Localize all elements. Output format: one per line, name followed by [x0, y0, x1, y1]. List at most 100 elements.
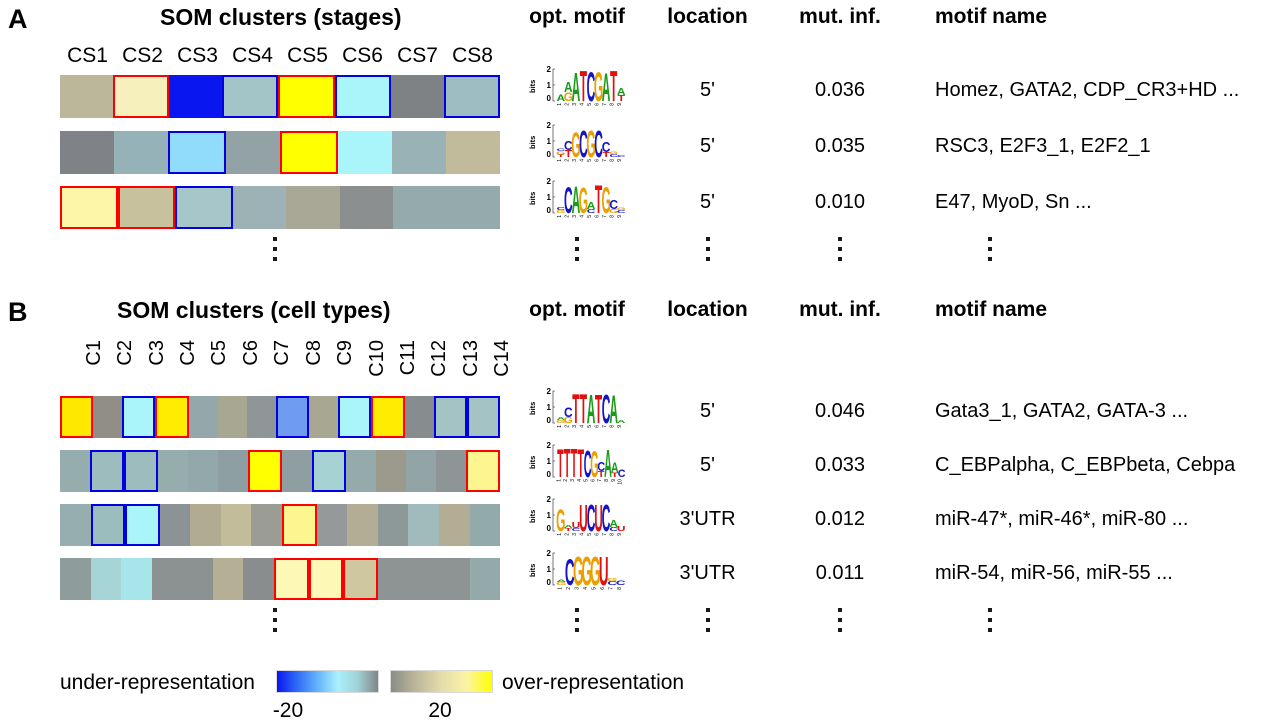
svg-text:G: G [564, 90, 573, 104]
svg-text:U: U [579, 497, 588, 539]
panel-a-cluster-labels: CS1 CS2 CS3 CS4 CS5 CS6 CS7 CS8 [60, 44, 500, 68]
svg-text:G: G [556, 581, 567, 586]
heatmap-cell [168, 131, 226, 174]
svg-text:bits: bits [528, 136, 537, 149]
svg-text:10: 10 [618, 479, 624, 485]
location-value: 5' [700, 135, 715, 157]
svg-text:U: U [599, 550, 609, 594]
panel-b-header-location: location [667, 298, 748, 321]
cluster-label-cs7: CS7 [397, 44, 438, 67]
svg-text:4: 4 [583, 587, 589, 590]
ellipsis-icon [265, 237, 285, 267]
mutual-information-value: 0.010 [814, 191, 866, 213]
heatmap-cell [121, 558, 152, 600]
ellipsis-icon [567, 608, 587, 638]
svg-text:T: T [618, 95, 626, 104]
heatmap-cell [347, 504, 378, 546]
svg-text:G: G [601, 179, 610, 221]
svg-text:T: T [612, 471, 619, 478]
svg-text:3: 3 [572, 425, 578, 428]
panel-b-header-opt-motif: opt. motif [529, 298, 625, 321]
heatmap-row [60, 75, 500, 118]
ellipsis-icon [698, 608, 718, 638]
svg-text:A: A [587, 201, 596, 212]
svg-text:5: 5 [587, 425, 593, 428]
svg-text:G: G [556, 419, 565, 424]
motif-name-value: Gata3_1, GATA2, GATA-3 ... [935, 400, 1189, 422]
svg-text:G: G [579, 181, 588, 221]
svg-text:8: 8 [617, 587, 623, 590]
svg-text:C: C [609, 198, 618, 213]
svg-text:5: 5 [587, 103, 593, 106]
heatmap-cell [218, 450, 248, 492]
svg-text:C: C [587, 66, 596, 111]
svg-text:T: T [565, 149, 573, 160]
svg-text:T: T [610, 66, 617, 111]
svg-text:1: 1 [547, 193, 552, 202]
svg-text:A: A [611, 459, 619, 476]
legend-over-value: 20 [428, 699, 452, 722]
svg-text:1: 1 [557, 425, 563, 428]
svg-text:G: G [609, 151, 618, 155]
heatmap-cell [469, 558, 501, 600]
svg-text:A: A [609, 519, 618, 530]
heatmap-cell [408, 558, 439, 600]
svg-text:T: T [564, 442, 571, 487]
svg-text:C: C [572, 527, 581, 532]
heatmap-cell [346, 450, 376, 492]
heatmap-cell [251, 504, 283, 546]
panel-b-header-motif-name: motif name [935, 298, 1048, 321]
svg-text:C: C [556, 206, 565, 211]
heatmap-cell [371, 396, 405, 438]
svg-text:A: A [587, 388, 596, 432]
heatmap-cell [60, 131, 114, 174]
heatmap-cell [188, 450, 218, 492]
heatmap-cell [220, 504, 252, 546]
panel-a-letter: A [8, 4, 28, 34]
svg-text:C: C [587, 497, 596, 539]
svg-text:6: 6 [590, 479, 596, 482]
heatmap-cell [90, 558, 122, 600]
svg-text:C: C [616, 580, 626, 586]
svg-text:9: 9 [617, 215, 623, 218]
svg-text:1: 1 [557, 587, 563, 590]
svg-text:1: 1 [557, 215, 563, 218]
cluster-label-c14: C14 [491, 340, 514, 377]
svg-text:T: T [578, 443, 585, 487]
svg-text:1: 1 [547, 565, 552, 574]
heatmap-cell [125, 504, 160, 546]
motif-name-value: miR-54, miR-56, miR-55 ... [935, 562, 1173, 584]
svg-text:5: 5 [584, 479, 590, 482]
heatmap-cell [212, 558, 244, 600]
heatmap-cell [243, 558, 275, 600]
svg-text:C: C [609, 526, 618, 532]
svg-text:6: 6 [595, 159, 601, 162]
svg-text:C: C [564, 404, 573, 420]
svg-text:2: 2 [547, 496, 552, 504]
svg-text:1: 1 [547, 137, 552, 146]
panel-b-letter: B [8, 297, 28, 327]
svg-text:6: 6 [600, 587, 606, 590]
svg-text:A: A [564, 79, 573, 96]
heatmap-cell [408, 504, 439, 546]
heatmap-cell [469, 504, 501, 546]
svg-text:0: 0 [547, 416, 552, 425]
svg-text:C: C [587, 208, 596, 214]
svg-text:0: 0 [547, 470, 552, 479]
svg-text:G: G [590, 443, 598, 485]
heatmap-cell [122, 396, 156, 438]
svg-text:T: T [595, 388, 602, 433]
svg-text:2: 2 [547, 178, 552, 186]
panel-a-header-location: location [667, 5, 748, 28]
svg-text:G: G [594, 66, 603, 111]
svg-text:C: C [564, 138, 573, 153]
heatmap-row [60, 504, 501, 546]
svg-text:3: 3 [572, 103, 578, 106]
heatmap-cell [280, 131, 338, 174]
svg-text:G: G [571, 125, 580, 165]
svg-text:3: 3 [570, 479, 576, 482]
svg-text:2: 2 [547, 550, 552, 558]
svg-text:C: C [617, 209, 626, 214]
